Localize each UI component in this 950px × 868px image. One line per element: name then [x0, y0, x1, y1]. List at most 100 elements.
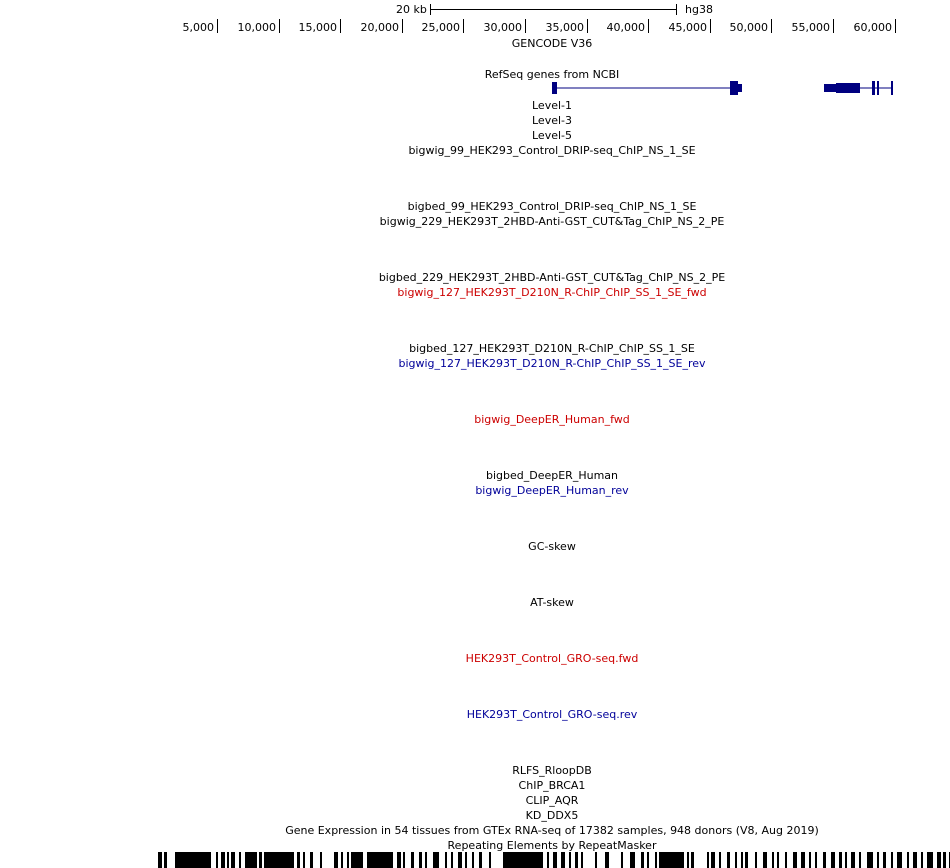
ruler-coordinate-label: 55,000	[791, 21, 831, 34]
repeat-element	[264, 852, 294, 868]
ruler-coordinate-label: 10,000	[237, 21, 277, 34]
track-label-chip-brca1[interactable]: ChIP_BRCA1	[518, 779, 586, 792]
ruler-tick	[895, 19, 896, 33]
ruler-coordinate-label: 60,000	[853, 21, 893, 34]
repeat-element	[239, 852, 241, 868]
repeat-element	[489, 852, 491, 868]
gene-model-right[interactable]	[824, 81, 893, 95]
repeat-element	[419, 852, 422, 868]
scale-label: 20 kb	[396, 3, 427, 16]
repeat-element	[891, 852, 893, 868]
repeat-element	[801, 852, 805, 868]
track-label-kd-ddx5[interactable]: KD_DDX5	[525, 809, 579, 822]
repeat-element	[605, 852, 609, 868]
repeat-element	[719, 852, 721, 868]
ruler-tick	[217, 19, 218, 33]
repeat-element	[575, 852, 578, 868]
gene-model-left[interactable]	[552, 81, 742, 95]
track-label-bigbed-99[interactable]: bigbed_99_HEK293_Control_DRIP-seq_ChIP_N…	[407, 200, 697, 213]
repeat-element	[351, 852, 363, 868]
repeat-element	[647, 852, 649, 868]
track-label-level-1[interactable]: Level-1	[531, 99, 573, 112]
repeat-element	[711, 852, 715, 868]
repeat-element	[221, 852, 225, 868]
repeat-element	[303, 852, 305, 868]
track-label-bigbed-229[interactable]: bigbed_229_HEK293T_2HBD-Anti-GST_CUT&Tag…	[378, 271, 726, 284]
repeat-element	[745, 852, 748, 868]
repeat-element	[158, 852, 162, 868]
track-label-bigwig-127-fwd[interactable]: bigwig_127_HEK293T_D210N_R-ChIP_ChIP_SS_…	[397, 286, 707, 299]
repeat-element	[465, 852, 467, 868]
track-label-deeper-fwd[interactable]: bigwig_DeepER_Human_fwd	[474, 413, 630, 426]
repeat-element	[883, 852, 886, 868]
repeat-element	[630, 852, 635, 868]
track-label-deeper-bigbed[interactable]: bigbed_DeepER_Human	[485, 469, 619, 482]
scale-bar-left-cap	[430, 4, 431, 15]
repeat-element	[320, 852, 322, 868]
refseq-gene-models[interactable]	[540, 77, 900, 99]
repeat-element	[641, 852, 644, 868]
repeat-element	[845, 852, 847, 868]
ruler-tick	[279, 19, 280, 33]
repeat-element	[815, 852, 817, 868]
repeat-element	[341, 852, 343, 868]
repeat-element	[216, 852, 218, 868]
track-label-gc-skew[interactable]: GC-skew	[528, 540, 576, 553]
track-label-at-skew[interactable]: AT-skew	[530, 596, 574, 609]
repeat-element	[227, 852, 229, 868]
track-label-gro-seq-fwd[interactable]: HEK293T_Control_GRO-seq.fwd	[465, 652, 639, 665]
repeat-element	[691, 852, 694, 868]
repeat-element	[451, 852, 453, 868]
repeat-element	[921, 852, 923, 868]
track-label-gencode[interactable]: GENCODE V36	[511, 37, 593, 50]
repeat-element	[793, 852, 797, 868]
repeat-element	[851, 852, 855, 868]
track-label-level-5[interactable]: Level-5	[531, 129, 573, 142]
repeat-element	[397, 852, 401, 868]
scale-bar-line	[430, 9, 676, 10]
track-label-refseq[interactable]: RefSeq genes from NCBI	[484, 68, 620, 81]
repeat-element	[347, 852, 349, 868]
repeat-element	[595, 852, 597, 868]
repeat-element	[867, 852, 873, 868]
ruler-tick	[710, 19, 711, 33]
repeat-element	[175, 852, 211, 868]
repeat-element	[310, 852, 313, 868]
repeat-element	[367, 852, 393, 868]
track-label-rlfs-rloopdb[interactable]: RLFS_RloopDB	[512, 764, 592, 777]
track-label-deeper-rev[interactable]: bigwig_DeepER_Human_rev	[475, 484, 629, 497]
repeat-element	[727, 852, 730, 868]
track-label-bigwig-99[interactable]: bigwig_99_HEK293_Control_DRIP-seq_ChIP_N…	[408, 144, 696, 157]
repeat-element	[913, 852, 917, 868]
repeat-element	[777, 852, 779, 868]
track-label-repeatmasker[interactable]: Repeating Elements by RepeatMasker	[447, 839, 657, 852]
repeat-element	[297, 852, 300, 868]
repeatmasker-track[interactable]	[155, 852, 950, 868]
repeat-element	[809, 852, 811, 868]
ruler-coordinate-label: 25,000	[421, 21, 461, 34]
track-label-clip-aqr[interactable]: CLIP_AQR	[525, 794, 579, 807]
repeat-element	[707, 852, 709, 868]
repeat-element	[403, 852, 405, 868]
track-label-bigwig-229[interactable]: bigwig_229_HEK293T_2HBD-Anti-GST_CUT&Tag…	[379, 215, 725, 228]
track-label-level-3[interactable]: Level-3	[531, 114, 573, 127]
repeat-element	[433, 852, 439, 868]
repeat-element	[755, 852, 757, 868]
track-label-bigbed-127[interactable]: bigbed_127_HEK293T_D210N_R-ChIP_ChIP_SS_…	[409, 342, 695, 355]
ruler-tick	[340, 19, 341, 33]
track-label-gro-seq-rev[interactable]: HEK293T_Control_GRO-seq.rev	[466, 708, 638, 721]
ruler-coordinate-label: 35,000	[545, 21, 585, 34]
track-label-gtex[interactable]: Gene Expression in 54 tissues from GTEx …	[285, 824, 819, 837]
ruler-coordinate-label: 40,000	[606, 21, 646, 34]
repeat-element	[859, 852, 861, 868]
repeat-element	[943, 852, 946, 868]
ruler-coordinate-label: 30,000	[483, 21, 523, 34]
repeat-element	[458, 852, 462, 868]
ruler-tick	[463, 19, 464, 33]
ruler-coordinate-label: 5,000	[182, 21, 215, 34]
track-label-bigwig-127-rev[interactable]: bigwig_127_HEK293T_D210N_R-ChIP_ChIP_SS_…	[398, 357, 706, 370]
repeat-element	[553, 852, 557, 868]
ruler-tick	[648, 19, 649, 33]
repeat-element	[735, 852, 737, 868]
ruler-tick	[525, 19, 526, 33]
